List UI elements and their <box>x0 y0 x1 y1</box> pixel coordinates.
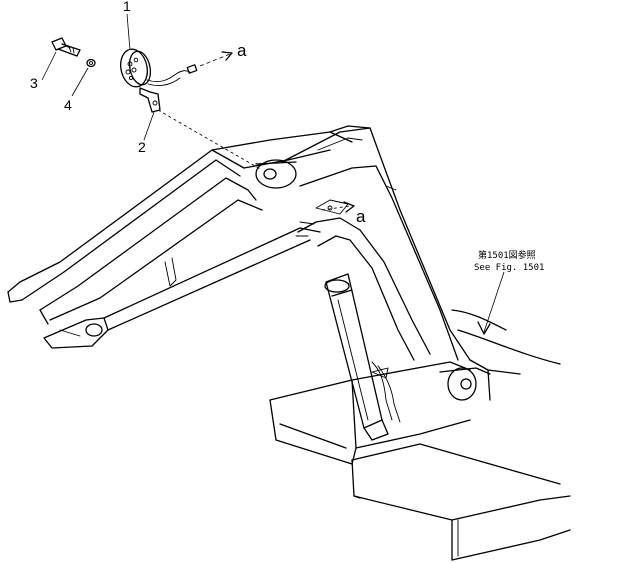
boom-drawing <box>7 125 571 561</box>
callout-2: 2 <box>138 139 146 155</box>
reference-note: 第1501図参照 See Fig. 1501 <box>474 249 544 273</box>
callout-1: 1 <box>123 0 131 14</box>
work-lamp-icon <box>120 48 152 88</box>
reference-jp: 第1501図参照 <box>478 249 536 261</box>
callouts: 1 2 3 4 a a <box>30 0 366 226</box>
connector-a-mid: a <box>356 207 366 226</box>
reference-leader <box>483 271 505 333</box>
reference-en: See Fig. 1501 <box>474 263 544 273</box>
bolt-icon <box>51 37 81 57</box>
callout-3: 3 <box>30 75 38 91</box>
work-lamp-assembly <box>51 37 263 171</box>
callout-4: 4 <box>64 97 72 113</box>
connector-a-top: a <box>237 41 247 60</box>
washer-icon <box>86 58 96 68</box>
lamp-bracket-icon <box>139 87 161 113</box>
